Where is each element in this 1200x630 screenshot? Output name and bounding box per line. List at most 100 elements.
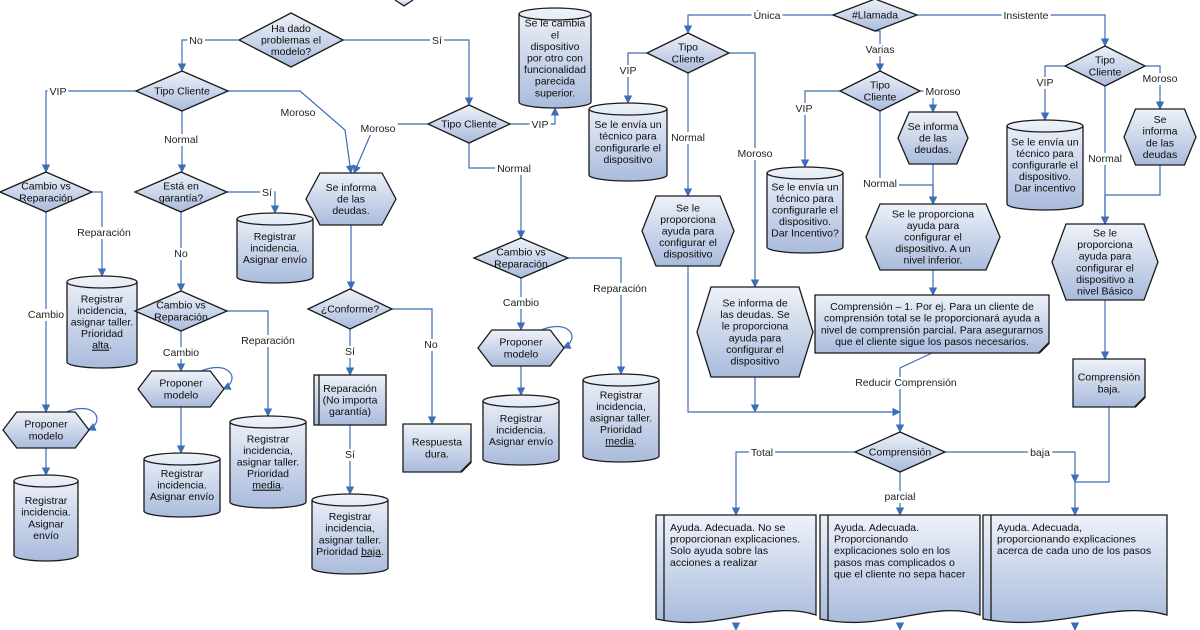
- cylinder-shape: [311, 493, 389, 575]
- edge-label-bg: [748, 447, 776, 459]
- diamond-shape: [237, 12, 345, 68]
- edge-label: VIP: [796, 103, 813, 115]
- diamond-shape: [133, 290, 229, 332]
- hexagon-shape: [137, 370, 225, 408]
- cylinder-shape: [766, 166, 844, 254]
- hexagon-shape: [305, 172, 397, 226]
- edge-label: Cambio: [28, 309, 64, 321]
- edge-label: Moroso: [1142, 73, 1177, 85]
- node-text-line: técnico para: [599, 131, 656, 143]
- node-text-line: técnico para: [776, 193, 833, 205]
- node-text: Tipo Cliente: [441, 119, 497, 131]
- connector-arrow: [687, 266, 901, 417]
- edge-label-bg: [861, 178, 899, 190]
- cylinder-shape: [1006, 119, 1084, 211]
- diamond-shape: [133, 171, 229, 213]
- connector-arrow: [683, 14, 833, 34]
- edge-label: VIP: [50, 86, 67, 98]
- node-text-line: ayuda para: [729, 332, 782, 344]
- edge-label-bg: [1034, 77, 1056, 89]
- edge-label-bg: [495, 163, 533, 175]
- node-text-line: incidencia,: [325, 523, 375, 535]
- priority-dot: .: [281, 480, 284, 492]
- node-text-line: Registrar: [247, 433, 290, 445]
- node-text-line: baja.: [1098, 383, 1121, 395]
- loop-arrow: [540, 325, 573, 349]
- connector-arrow: [343, 39, 474, 106]
- node-text: Comprensión: [869, 447, 932, 459]
- connector-arrow: [731, 451, 855, 516]
- connector-arrow: [468, 143, 526, 239]
- node-comprension-1: Comprensión – 1. Por ej. Para un cliente…: [814, 294, 1050, 354]
- edge-label: Normal: [671, 132, 705, 144]
- node-text-line: dispositivo a: [1076, 274, 1134, 286]
- cylinder-shape: [518, 7, 592, 109]
- edge-label-bg: [1086, 153, 1124, 165]
- node-text-line: Registrar: [25, 495, 68, 507]
- cylinder-shape: [582, 373, 660, 463]
- cylinder-rim: [13, 480, 79, 488]
- node-text-line: modelo?: [271, 46, 311, 58]
- node-text-line: ¿Conforme?: [321, 304, 380, 316]
- node-text-line: de las: [919, 133, 947, 145]
- cylinder-rim: [1006, 125, 1084, 133]
- node-text-line: técnico para: [1016, 148, 1073, 160]
- edge-label: Total: [751, 447, 773, 459]
- node-text-line: Respuesta: [412, 437, 462, 449]
- node-text-line: #Llamada: [852, 10, 898, 22]
- edge-label: Moroso: [280, 107, 315, 119]
- node-text-line: proporciona: [1077, 239, 1133, 251]
- edge-label: VIP: [620, 65, 637, 77]
- cylinder-rim: [482, 400, 560, 408]
- edge-label-bg: [358, 123, 398, 135]
- cylinder-shape: [482, 394, 560, 466]
- node-text: #Llamada: [852, 10, 898, 22]
- node-text-line: ayuda para: [907, 220, 960, 232]
- node-text-line: Prioridad: [600, 424, 642, 436]
- node-text-line: Tipo Cliente: [441, 119, 497, 131]
- node-text-line: configurar el: [904, 232, 962, 244]
- node-text-line: parecida: [535, 76, 575, 88]
- node-text-line: garantía): [329, 406, 371, 418]
- node-text-line: proporcionando explicaciones: [997, 534, 1136, 546]
- connector-arrow: [228, 90, 355, 174]
- edge-label: No: [174, 248, 188, 260]
- node-text-line: Prioridad baja.: [316, 546, 384, 558]
- node-text-line: nivel de comprensión parcial. Para asegu…: [821, 324, 1043, 336]
- edge-label: Insistente: [1004, 10, 1049, 22]
- node-text: Comprensión – 1. Por ej. Para un cliente…: [821, 301, 1043, 348]
- node-text-line: alta.: [92, 340, 112, 352]
- node-text-line: pasos mas complicados o: [834, 557, 955, 569]
- node-text-line: Proponer: [159, 378, 203, 390]
- connector-arrow: [800, 90, 840, 168]
- node-text-line: explicaciones solo en los: [834, 545, 950, 557]
- node-text-line: le proporciona: [722, 321, 789, 333]
- node-text-line: Se le envía un: [594, 119, 661, 131]
- edge-label-bg: [1001, 10, 1051, 22]
- edge-label-bg: [617, 65, 639, 77]
- node-comprension-main: Comprensión: [853, 431, 947, 473]
- node-text-line: Reparación: [19, 192, 73, 204]
- cylinder-rim: [582, 379, 660, 387]
- edge-label-bg: [278, 107, 318, 119]
- edge-label: Sí: [262, 187, 272, 199]
- edge-label-bg: [735, 148, 775, 160]
- cylinder-rim: [66, 281, 138, 289]
- node-text-line: Tipo: [678, 42, 698, 54]
